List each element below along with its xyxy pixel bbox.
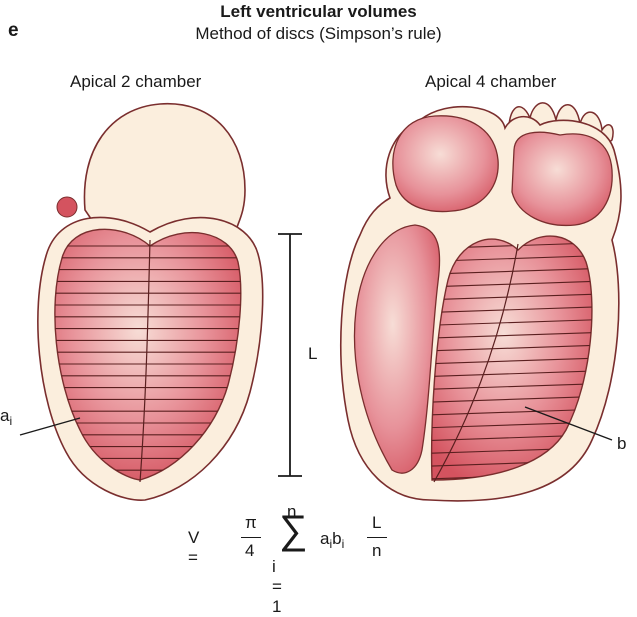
formula-lhs: V = xyxy=(188,528,199,568)
formula-fraction-bar-2 xyxy=(367,537,387,538)
formula-fraction-bar-1 xyxy=(241,537,261,538)
heart-diagram xyxy=(0,0,637,580)
label-disc-diameter-a: ai xyxy=(0,406,12,426)
vessel-section xyxy=(57,197,77,217)
label-length: L xyxy=(308,344,317,364)
right-atrium-4ch xyxy=(393,116,498,212)
label-disc-diameter-b: b xyxy=(617,434,626,454)
left-atrium-4ch xyxy=(512,132,612,225)
formula-b-sub: i xyxy=(342,537,345,551)
formula-a-sub: i xyxy=(329,537,332,551)
formula-sum-bottom: i = 1 xyxy=(272,557,282,617)
formula-frac-num: L xyxy=(372,513,381,533)
formula-four: 4 xyxy=(245,541,254,561)
formula-b: b xyxy=(332,529,341,548)
length-bar xyxy=(278,234,302,476)
label-b-base: b xyxy=(617,434,626,453)
formula-frac-den: n xyxy=(372,541,381,561)
formula-term-ab: aibi xyxy=(320,529,344,549)
apical-2-chamber-heart xyxy=(38,104,263,500)
formula-pi: π xyxy=(245,513,257,533)
apical-4-chamber-heart xyxy=(341,103,621,501)
formula-sum-symbol: ∑ xyxy=(279,510,308,550)
label-a-sub: i xyxy=(9,414,12,428)
